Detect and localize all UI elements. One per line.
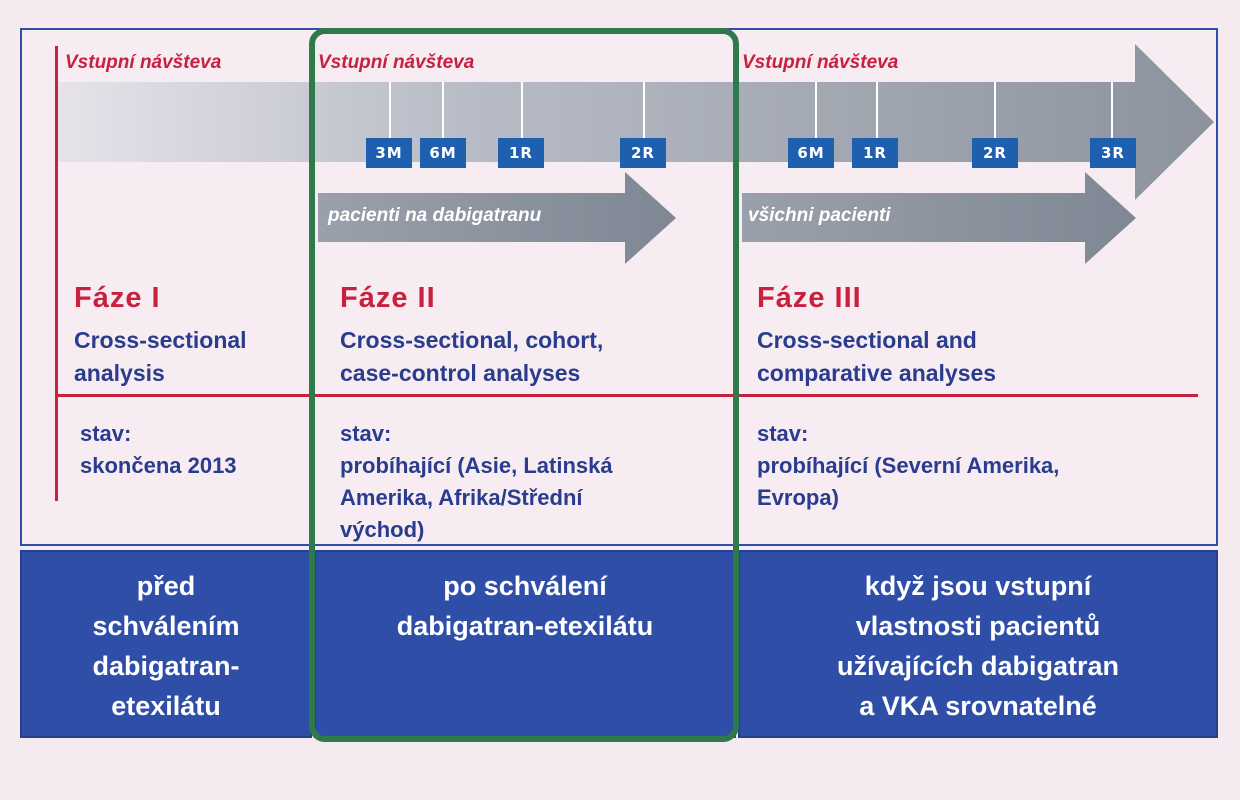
timepoint-marker: 2R [972, 138, 1018, 168]
marker-tick [815, 82, 817, 140]
timepoint-marker: 2R [620, 138, 666, 168]
phase-1-state-label: stav: [80, 421, 132, 446]
phase-3-description: Cross-sectional and comparative analyses [757, 327, 997, 386]
phase-1-condition-box: před schválením dabigatran- etexilátu [20, 550, 312, 738]
phase-3-state: probíhající (Severní Amerika, Evropa) [757, 453, 1060, 510]
timepoint-marker: 1R [498, 138, 544, 168]
timepoint-marker: 1R [852, 138, 898, 168]
phase-1-title: Fáze I [74, 282, 161, 314]
marker-tick [442, 82, 444, 140]
sub-arrow-dabigatran [318, 172, 676, 264]
phase-2-state-label: stav: [340, 421, 392, 446]
visit-label: Vstupní návšteva [318, 52, 475, 73]
phase-divider-vertical [55, 46, 58, 501]
phase-2-state: probíhající (Asie, Latinská Amerika, Afr… [340, 453, 613, 542]
marker-tick [1111, 82, 1113, 140]
sub-arrow-label: pacienti na dabigatranu [328, 205, 542, 226]
phase-3-title: Fáze III [757, 282, 862, 314]
main-timeline-arrow [58, 44, 1214, 200]
marker-tick [994, 82, 996, 140]
phase-1-state: skončena 2013 [80, 453, 237, 478]
sub-arrow-label: všichni pacienti [748, 205, 891, 226]
timepoint-marker: 3M [366, 138, 412, 168]
marker-tick [643, 82, 645, 140]
phase-2-description: Cross-sectional, cohort, case-control an… [340, 327, 604, 386]
marker-tick [521, 82, 523, 140]
sub-arrow-all-patients [742, 172, 1136, 264]
visit-label: Vstupní návšteva [742, 52, 899, 73]
visit-label: Vstupní návšteva [65, 52, 222, 73]
timepoint-marker: 3R [1090, 138, 1136, 168]
marker-tick [389, 82, 391, 140]
phase-3-condition-box: když jsou vstupní vlastnosti pacientů už… [738, 550, 1218, 738]
phase-divider-horizontal [58, 394, 1198, 397]
phase-3-state-label: stav: [757, 421, 809, 446]
timepoint-marker: 6M [420, 138, 466, 168]
phase-1-description: Cross-sectional analysis [74, 327, 247, 386]
phase-2-title: Fáze II [340, 282, 436, 314]
phase-2-condition-box: po schválení dabigatran-etexilátu [314, 550, 736, 738]
timepoint-marker: 6M [788, 138, 834, 168]
marker-tick [876, 82, 878, 140]
